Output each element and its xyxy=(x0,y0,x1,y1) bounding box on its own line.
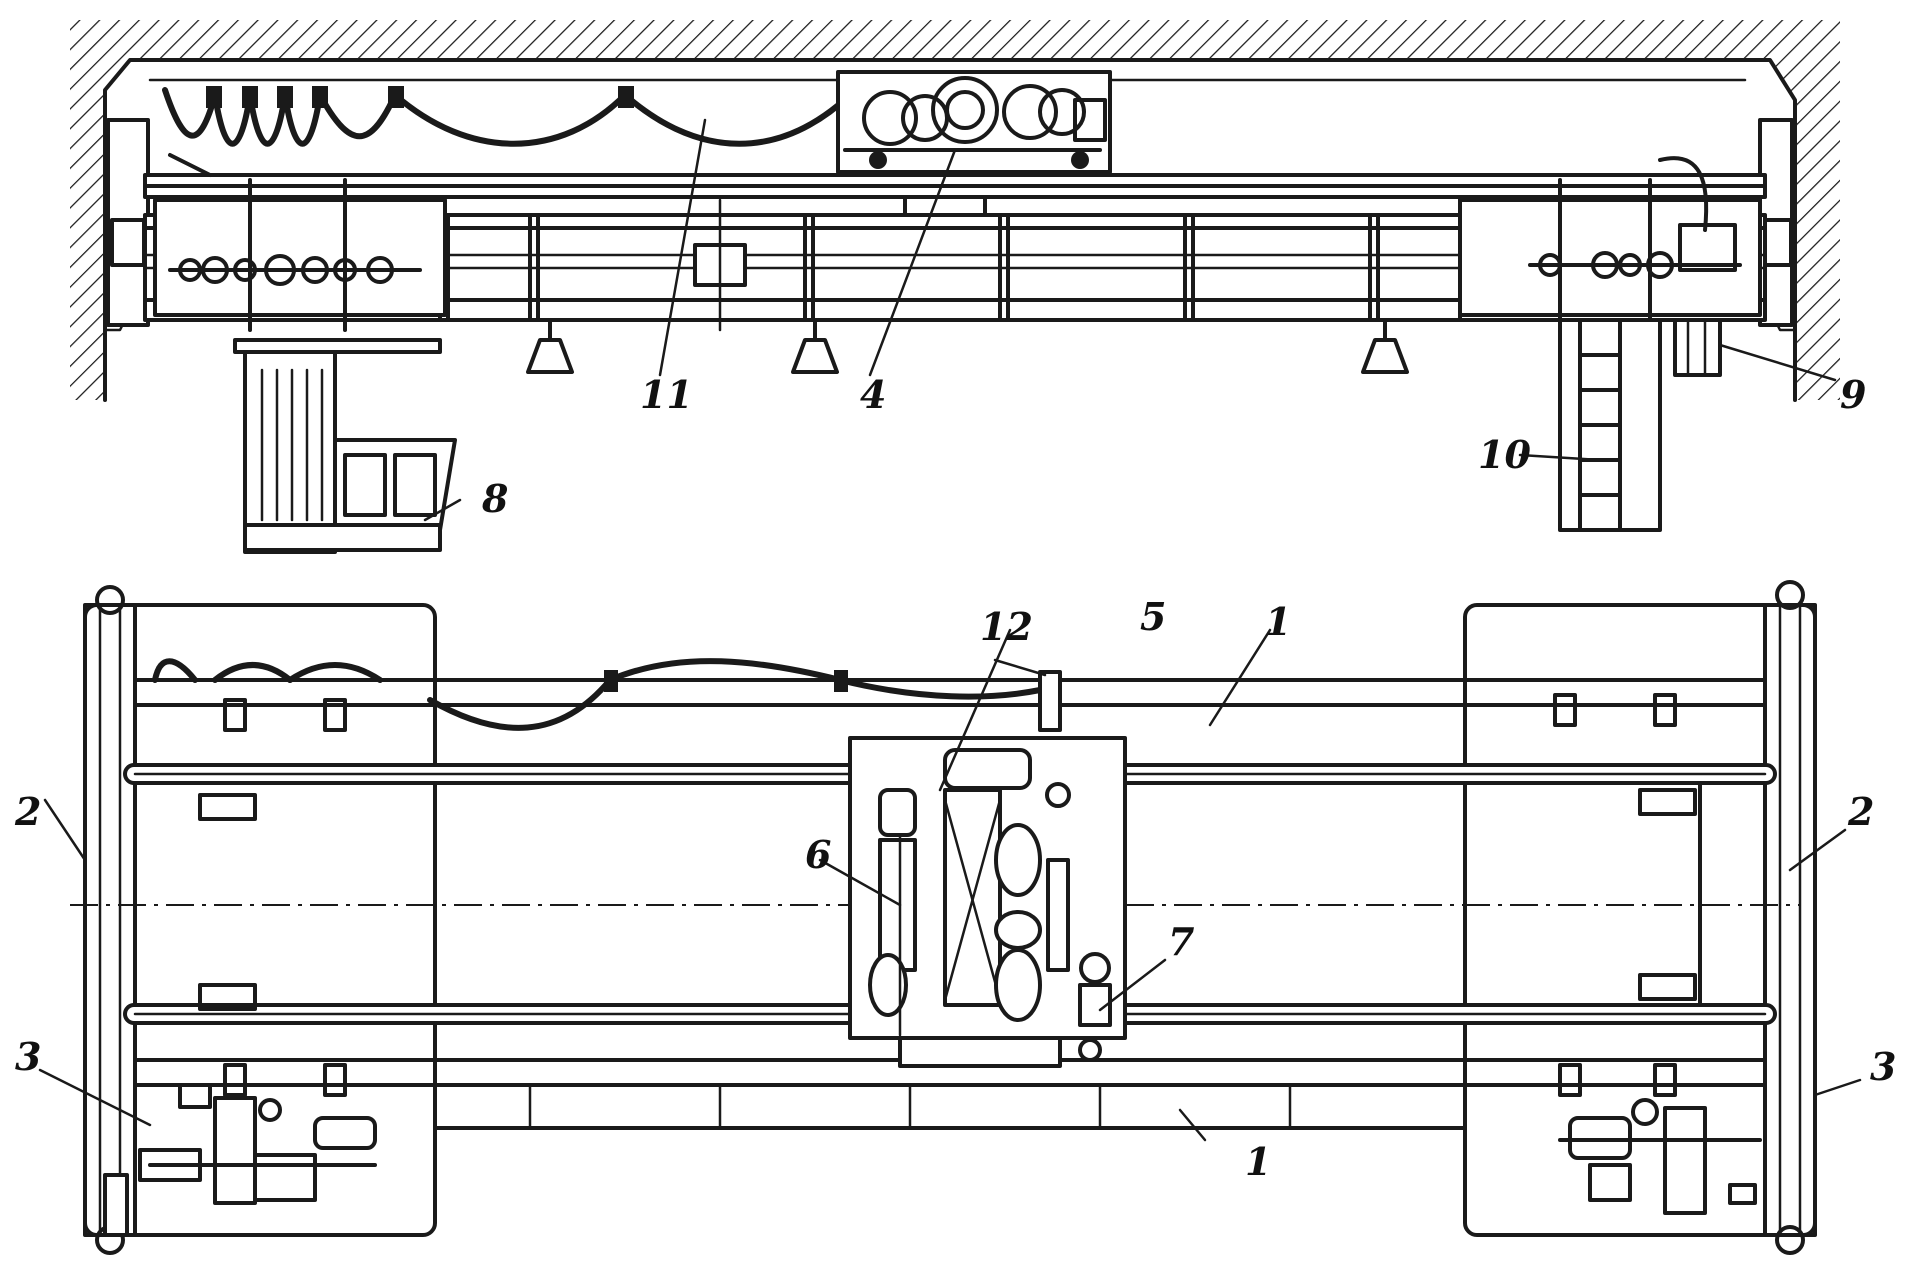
label-travel-drive-left: 3 xyxy=(15,1034,41,1079)
travel-drive-right xyxy=(1553,693,1762,1215)
end-carriage-left xyxy=(83,585,137,1255)
label-trolley-drive: 7 xyxy=(1168,919,1194,964)
label-bridge-girder-bottom: 1 xyxy=(1245,1139,1271,1184)
side-elevation: 11 4 9 10 8 xyxy=(70,20,1866,554)
ladder xyxy=(1558,318,1662,532)
left-drive-side xyxy=(153,153,447,332)
plan-view: 1 1 2 2 3 3 5 6 7 12 xyxy=(14,580,1896,1255)
label-travel-drive-right: 3 xyxy=(1870,1044,1896,1089)
end-carriage-right xyxy=(1763,580,1817,1255)
label-end-carriage-left: 2 xyxy=(14,789,41,834)
label-buffer: 9 xyxy=(1840,372,1866,417)
label-hoist-drum: 5 xyxy=(1140,594,1166,639)
label-operator-cab: 8 xyxy=(481,476,508,521)
label-bridge-girder-top: 1 xyxy=(1265,599,1291,644)
label-ladder: 10 xyxy=(1478,432,1531,477)
festoon-cable-side xyxy=(162,86,853,147)
lamps xyxy=(526,318,1409,374)
festoon-cable-plan xyxy=(152,658,1062,732)
label-trolley: 4 xyxy=(860,372,886,417)
trolley-plan xyxy=(848,736,1127,1068)
buffer xyxy=(1673,318,1722,377)
travel-drive-left xyxy=(103,698,377,1237)
operator-cab xyxy=(233,338,457,554)
label-end-carriage-right: 2 xyxy=(1847,789,1874,834)
label-hoist-motor: 6 xyxy=(805,832,831,877)
label-festoon-cable-plan: 12 xyxy=(980,604,1033,649)
right-drive-side xyxy=(1458,156,1762,332)
label-festoon-cable-side: 11 xyxy=(640,372,693,417)
